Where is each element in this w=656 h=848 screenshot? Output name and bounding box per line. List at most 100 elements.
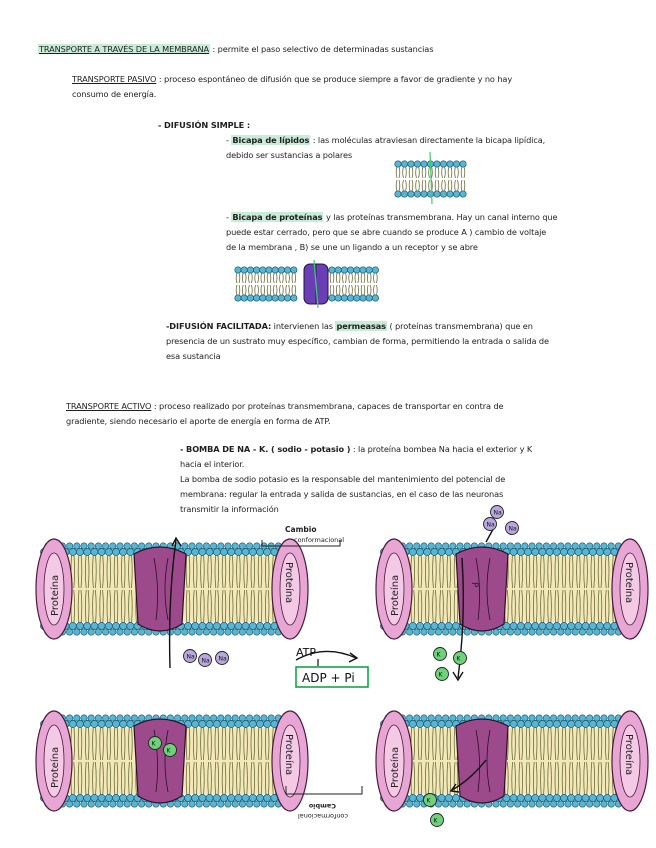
lipid-head xyxy=(91,548,98,555)
lipid-head xyxy=(507,543,513,549)
lipid-head xyxy=(442,543,448,549)
lipid-head xyxy=(192,794,199,801)
lipid-head xyxy=(112,548,119,555)
lipid-head xyxy=(246,801,252,807)
protein-left-label: Proteína xyxy=(389,575,401,616)
lipid-head xyxy=(514,629,520,635)
lipid-tail xyxy=(409,180,410,191)
activo-text-1: : proceso realizado por proteínas transm… xyxy=(154,401,504,411)
lipid-tail xyxy=(399,167,400,178)
lipid-head xyxy=(256,622,263,629)
lipid-head xyxy=(127,548,134,555)
adp-label: ADP + Pi xyxy=(302,671,355,685)
lipid-tail xyxy=(236,285,237,295)
lipid-head xyxy=(539,548,546,555)
lipid-head xyxy=(102,543,108,549)
lipid-tail xyxy=(429,167,430,178)
lipid-tail xyxy=(251,273,252,283)
lipid-tail xyxy=(295,273,296,283)
lipid-head xyxy=(604,622,611,629)
lipid-head xyxy=(596,622,603,629)
lipid-head xyxy=(550,543,556,549)
lipid-head xyxy=(213,794,220,801)
lipid-head xyxy=(98,622,105,629)
lipid-head xyxy=(550,629,556,635)
lipid-head xyxy=(457,715,463,721)
lipid-tail xyxy=(396,180,397,191)
lipid-head xyxy=(203,629,209,635)
lipid-head xyxy=(98,548,105,555)
lipid-head xyxy=(409,548,416,555)
lipid-tail xyxy=(276,285,277,295)
lipid-tail xyxy=(361,285,362,295)
lipid-head xyxy=(532,548,539,555)
lipid-head xyxy=(261,715,267,721)
lipid-head xyxy=(105,720,112,727)
lipid-head xyxy=(192,548,199,555)
lipid-head xyxy=(69,794,76,801)
lipid-head xyxy=(514,801,520,807)
cambio-bottom-l2: conformacional xyxy=(298,812,348,820)
lipid-tail xyxy=(286,273,287,283)
lipid-bilayer-figure xyxy=(390,150,470,205)
lipid-tail xyxy=(435,167,436,178)
lipid-head xyxy=(84,622,91,629)
lipid-head xyxy=(401,191,407,197)
protein-left-label: Proteína xyxy=(49,747,61,788)
lipid-head xyxy=(575,720,582,727)
lipid-head xyxy=(395,191,401,197)
lipid-head xyxy=(575,794,582,801)
lipid-tail xyxy=(292,273,293,283)
lipid-head xyxy=(246,543,252,549)
lipid-head xyxy=(182,801,188,807)
proteinas-dash: - xyxy=(226,212,229,222)
lipid-head xyxy=(278,267,284,273)
lipid-head xyxy=(539,794,546,801)
lipid-head xyxy=(500,801,506,807)
lipid-head xyxy=(560,720,567,727)
protein-left-label: Proteína xyxy=(389,747,401,788)
lipid-head xyxy=(254,629,260,635)
lipid-head xyxy=(457,543,463,549)
lipid-head xyxy=(427,191,433,197)
lipid-tail xyxy=(412,180,413,191)
lipid-head xyxy=(120,548,127,555)
lipid-head xyxy=(218,629,224,635)
lipid-head xyxy=(253,267,259,273)
lipid-head xyxy=(434,191,440,197)
lipid-tail xyxy=(264,285,265,295)
lipid-head xyxy=(88,715,94,721)
lipid-head xyxy=(76,548,83,555)
lipid-head xyxy=(568,548,575,555)
lipid-head xyxy=(366,267,372,273)
lipid-tail xyxy=(270,273,271,283)
lipid-head xyxy=(220,720,227,727)
lipid-head xyxy=(421,715,427,721)
lipid-tail xyxy=(429,180,430,191)
lipid-head xyxy=(440,191,446,197)
lipid-head xyxy=(445,548,452,555)
lipid-head xyxy=(120,622,127,629)
lipid-head xyxy=(553,548,560,555)
atp-reaction: ATP ADP + Pi xyxy=(296,646,368,687)
lipid-tail xyxy=(367,285,368,295)
lipid-head xyxy=(543,629,549,635)
lipid-head xyxy=(421,629,427,635)
lipid-head xyxy=(594,543,600,549)
lipid-head xyxy=(532,720,539,727)
lipid-head xyxy=(260,295,266,301)
lipid-head xyxy=(517,548,524,555)
lipid-head xyxy=(594,715,600,721)
lipid-head xyxy=(266,295,272,301)
lipid-head xyxy=(249,548,256,555)
lipid-head xyxy=(453,191,459,197)
lipid-head xyxy=(102,629,108,635)
lipid-head xyxy=(261,629,267,635)
lipid-head xyxy=(138,801,144,807)
lipid-head xyxy=(550,715,556,721)
lipid-head xyxy=(586,715,592,721)
lipid-head xyxy=(131,629,137,635)
lipid-head xyxy=(218,543,224,549)
lipid-head xyxy=(604,794,611,801)
cambio-bottom-l1: Cambio xyxy=(308,802,336,810)
